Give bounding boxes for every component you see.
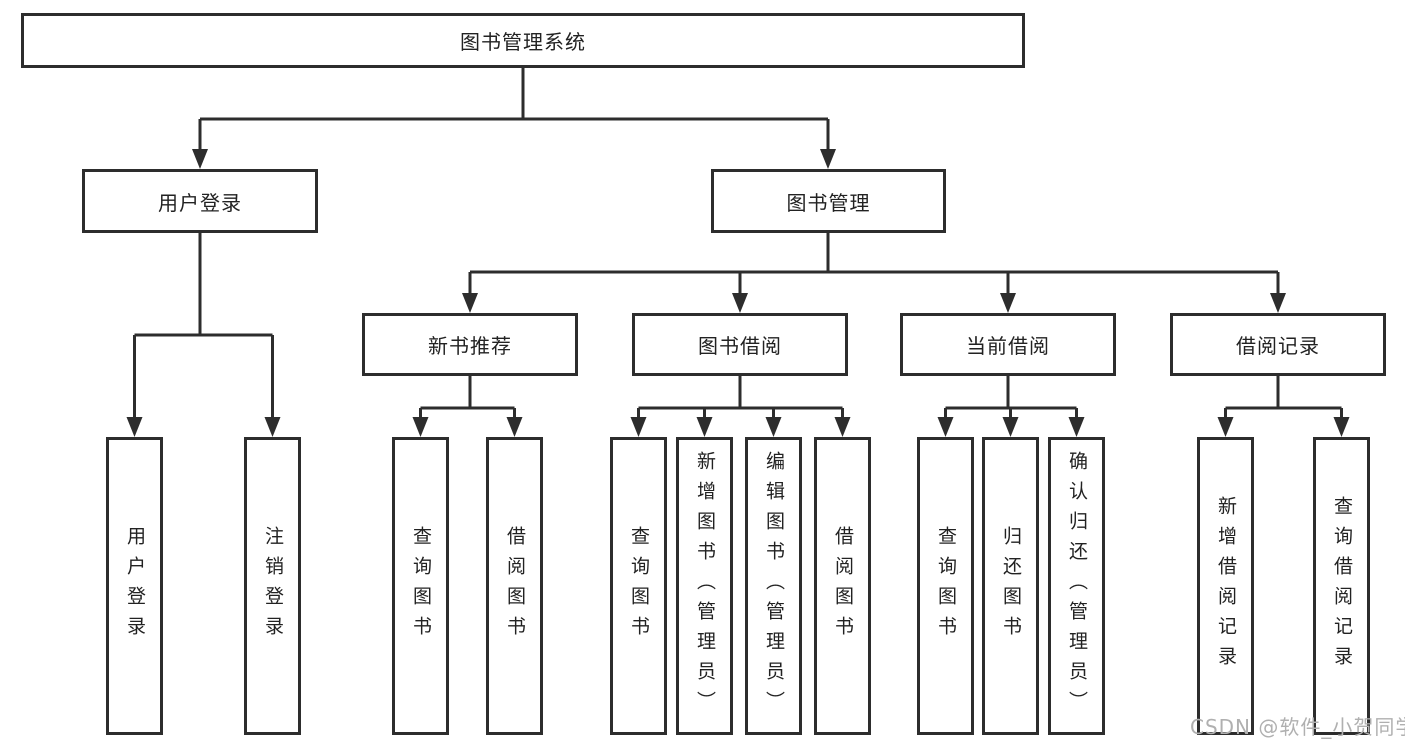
leaf-edit-book-admin: 编辑图书（管理员）: [745, 437, 802, 735]
watermark-text: CSDN @软件_小贺同学: [1190, 715, 1405, 739]
node-library-management-system: 图书管理系统: [21, 13, 1025, 68]
node-borrowing-records: 借阅记录: [1170, 313, 1386, 376]
leaf-add-book-admin: 新增图书（管理员）: [676, 437, 733, 735]
connector-borrow-record-children: [1224, 376, 1343, 419]
leaf-query-borrow-record: 查询借阅记录: [1313, 437, 1370, 735]
node-current-borrowing: 当前借阅: [900, 313, 1116, 376]
leaf-user-login: 用户登录: [106, 437, 163, 735]
leaf-return-books: 归还图书: [982, 437, 1039, 735]
leaf-query-books-3: 查询图书: [917, 437, 974, 735]
node-user-login: 用户登录: [82, 169, 318, 233]
node-new-book-recommend: 新书推荐: [362, 313, 578, 376]
leaf-borrow-books-2: 借阅图书: [814, 437, 871, 735]
connector-book-borrow-children: [637, 376, 844, 419]
leaf-confirm-return-admin: 确认归还（管理员）: [1048, 437, 1105, 735]
connector-root-to-level2: [198, 68, 830, 151]
arrowheads: [126, 149, 1350, 437]
connector-current-borrow-children: [944, 376, 1078, 419]
connector-book-mgmt-to-level3: [468, 233, 1280, 295]
leaf-borrow-books-1: 借阅图书: [486, 437, 543, 735]
connector-new-book-children: [419, 376, 516, 419]
leaf-logout: 注销登录: [244, 437, 301, 735]
node-book-borrowing: 图书借阅: [632, 313, 848, 376]
node-book-management: 图书管理: [711, 169, 946, 233]
leaf-query-books-2: 查询图书: [610, 437, 667, 735]
leaf-query-books-1: 查询图书: [392, 437, 449, 735]
leaf-add-borrow-record: 新增借阅记录: [1197, 437, 1254, 735]
connector-user-login-children: [133, 233, 274, 419]
